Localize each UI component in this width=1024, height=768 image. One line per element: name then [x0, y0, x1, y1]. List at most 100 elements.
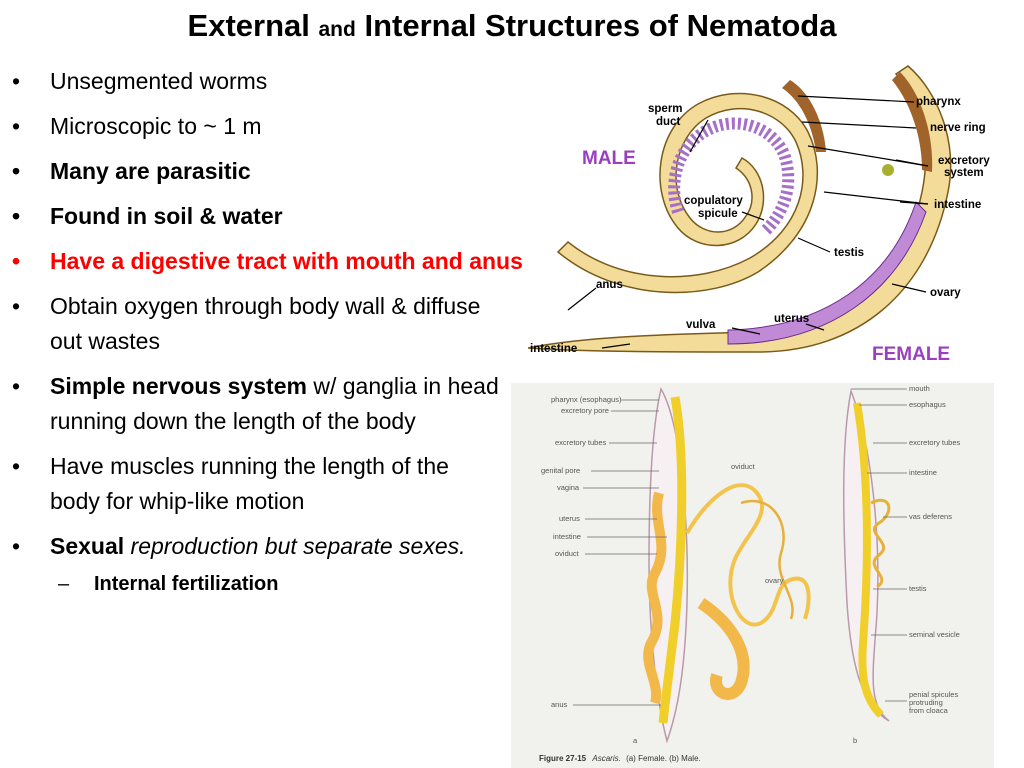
asc-label-pharynx: pharynx (esophagus) — [551, 395, 622, 404]
caption-rest: (a) Female. (b) Male. — [626, 754, 701, 763]
bullet-dot: • — [12, 68, 21, 94]
bullet-item: • Have a digestive tract with mouth and a… — [12, 244, 532, 279]
male-brown-anterior — [782, 80, 826, 152]
female-label: FEMALE — [872, 344, 950, 365]
vas-deferens-coil — [870, 499, 891, 589]
label-intestine-top: intestine — [934, 199, 981, 211]
label-vulva: vulva — [686, 319, 716, 331]
asc-label-mouth: mouth — [909, 384, 930, 393]
bullet-bold-text: Sexual — [50, 533, 125, 559]
bullet-dot: • — [12, 453, 21, 479]
label-ovary: ovary — [930, 287, 961, 299]
male-body-outline — [556, 92, 819, 294]
asc-label-seminal-vesicle: seminal vesicle — [909, 630, 960, 639]
asc-label-penial-spicules: penial spicules — [909, 690, 958, 699]
label-anus: anus — [596, 279, 623, 291]
bullet-item: • Microscopic to ~ 1 m — [12, 109, 532, 144]
caption-genus: Ascaris. — [591, 754, 620, 763]
label-excretory: excretory — [938, 155, 990, 167]
asc-label-testis: testis — [909, 584, 927, 593]
asc-label-uterus: uterus — [559, 514, 580, 523]
asc-label-protruding: protruding — [909, 698, 943, 707]
asc-label-ovary-mid: ovary — [765, 576, 784, 585]
nematode-anatomy-figure: MALE FEMALE sperm duct pharynx nerve rin… — [528, 65, 990, 365]
ascaris-figure: pharynx (esophagus) excretory pore excre… — [511, 383, 994, 768]
bullet-dot: • — [12, 113, 21, 139]
female-brown-anterior — [892, 72, 933, 172]
bullet-item: • Found in soil & water — [12, 199, 532, 234]
male-label: MALE — [582, 148, 636, 169]
bullet-italic-text: reproduction but separate sexes. — [124, 533, 466, 559]
label-excretory-2: system — [944, 167, 984, 179]
label-pharynx: pharynx — [916, 96, 961, 108]
sub-bullet-list: – Internal fertilization — [58, 570, 512, 598]
asc-label-anus: anus — [551, 700, 568, 709]
sub-bullet-item: – Internal fertilization — [58, 570, 512, 598]
worm-labels: sperm duct pharynx nerve ring excretory … — [530, 96, 990, 355]
asc-label-excretory-tubes-r: excretory tubes — [909, 438, 961, 447]
leader-lines — [567, 95, 929, 349]
ovary-coil — [697, 598, 750, 700]
bullet-item: • Simple nervous system w/ ganglia in hea… — [12, 369, 532, 439]
asc-label-vagina: vagina — [557, 483, 580, 492]
bullet-text: Found in soil & water — [50, 203, 283, 229]
bullet-item: • Obtain oxygen through body wall & diffu… — [12, 289, 532, 359]
bullet-text: w/ ganglia in head running down the leng… — [50, 373, 499, 434]
title-part-2: and — [318, 18, 356, 41]
asc-label-excretory-pore: excretory pore — [561, 406, 609, 415]
bullet-text: Have a digestive tract with mouth and an… — [50, 248, 523, 274]
label-testis: testis — [834, 247, 864, 259]
excretory-system-mark — [882, 164, 894, 176]
ovary-thread — [740, 499, 794, 620]
panel-label-a: a — [633, 736, 638, 745]
bullet-item: • Many are parasitic — [12, 154, 532, 189]
asc-label-genital-pore: genital pore — [541, 466, 580, 475]
label-copulatory-2: spicule — [698, 208, 738, 220]
bullet-dot: • — [12, 248, 21, 274]
bullet-text: Obtain oxygen through body wall & diffus… — [50, 293, 481, 354]
label-copulatory: copulatory — [684, 195, 743, 207]
title-part-3: Internal Structures of Nematoda — [364, 8, 837, 43]
bullet-dot: • — [12, 203, 21, 229]
bullet-list: • Unsegmented worms • Microscopic to ~ 1 m… — [12, 64, 532, 608]
bullet-dot: • — [12, 293, 21, 319]
caption-figure-number: Figure 27-15 — [539, 754, 587, 763]
asc-label-intestine-r: intestine — [909, 468, 937, 477]
label-sperm-duct: sperm — [648, 103, 683, 115]
ascaris-figure-background — [511, 383, 994, 768]
bullet-dot: • — [12, 158, 21, 184]
asc-label-excretory-tubes: excretory tubes — [555, 438, 607, 447]
dash-glyph: – — [58, 573, 70, 595]
male-testis-coil — [668, 117, 795, 237]
asc-label-oviduct: oviduct — [555, 549, 580, 558]
oviduct-coil — [685, 483, 811, 627]
asc-label-oviduct-mid: oviduct — [731, 462, 756, 471]
bullet-item: • Unsegmented worms — [12, 64, 532, 99]
ascaris-labels: pharynx (esophagus) excretory pore excre… — [541, 384, 961, 745]
bullet-dot: • — [12, 533, 21, 559]
female-ascaris-uterus — [643, 491, 667, 705]
bullet-text: Unsegmented worms — [50, 68, 268, 94]
female-ascaris-intestine — [658, 396, 687, 724]
panel-label-b: b — [853, 736, 857, 745]
ascaris-leader-lines — [573, 388, 907, 706]
bullet-text: Have muscles running the length of the b… — [50, 453, 449, 514]
bullet-item: • Sexual reproduction but separate sexes.… — [12, 529, 532, 598]
asc-label-vas-deferens: vas deferens — [909, 512, 952, 521]
bullet-text: Microscopic to ~ 1 m — [50, 113, 262, 139]
bullet-bold-text: Simple nervous system — [50, 373, 307, 399]
title-part-1: External — [187, 8, 310, 43]
label-intestine-bottom: intestine — [530, 343, 577, 355]
male-ascaris-intestine — [853, 402, 884, 718]
bullet-text: Many are parasitic — [50, 158, 251, 184]
asc-label-from-cloaca: from cloaca — [909, 706, 949, 715]
label-sperm-duct-2: duct — [656, 116, 680, 128]
sub-bullet-text: Internal fertilization — [94, 573, 279, 595]
asc-label-intestine: intestine — [553, 532, 581, 541]
asc-label-esophagus: esophagus — [909, 400, 946, 409]
label-uterus: uterus — [774, 313, 809, 325]
bullet-dot: • — [12, 373, 21, 399]
bullet-item: • Have muscles running the length of the … — [12, 449, 532, 519]
figure-caption: Figure 27-15 Ascaris. (a) Female. (b) Ma… — [539, 754, 701, 763]
label-nerve-ring: nerve ring — [930, 122, 986, 134]
